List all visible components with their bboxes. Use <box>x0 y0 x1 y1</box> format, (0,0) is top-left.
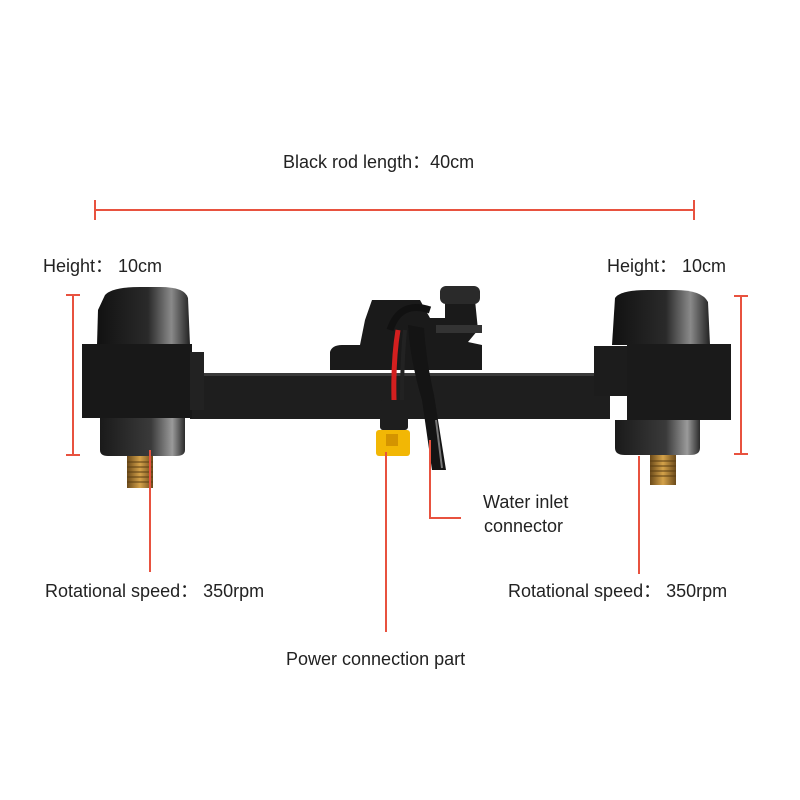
speed-right-label: Rotational speed： 350rpm <box>508 581 728 601</box>
height-right-bottom-tick <box>734 453 748 455</box>
water-hose <box>408 325 446 470</box>
power-wire-red <box>391 329 401 401</box>
left-motor <box>82 287 204 488</box>
water-inlet-leader-vertical <box>429 440 431 519</box>
power-connection-label: Power connection part <box>286 649 466 669</box>
connector-housing <box>380 400 408 430</box>
height-left-top-tick <box>66 294 80 296</box>
water-inlet-label-line1: Water inlet <box>483 492 569 512</box>
height-left-label: Height： 10cm <box>43 256 163 276</box>
speed-left-label: Rotational speed： 350rpm <box>45 581 265 601</box>
power-leader-line <box>385 452 387 632</box>
rod-length-right-tick <box>693 200 695 220</box>
right-motor <box>594 290 731 485</box>
water-inlet-label-line2: connector <box>484 516 564 536</box>
height-left-dimension-line <box>72 295 74 455</box>
speed-left-leader-line <box>149 450 151 572</box>
rod-length-left-tick <box>94 200 96 220</box>
rod-length-label: Black rod length：40cm <box>283 152 475 172</box>
water-inlet-leader-horizontal <box>429 517 461 519</box>
center-mount <box>330 286 482 370</box>
height-left-bottom-tick <box>66 454 80 456</box>
height-right-top-tick <box>734 295 748 297</box>
height-right-label: Height： 10cm <box>607 256 727 276</box>
height-right-dimension-line <box>740 296 742 454</box>
rod-length-dimension-line <box>95 209 695 211</box>
speed-right-leader-line <box>638 456 640 574</box>
